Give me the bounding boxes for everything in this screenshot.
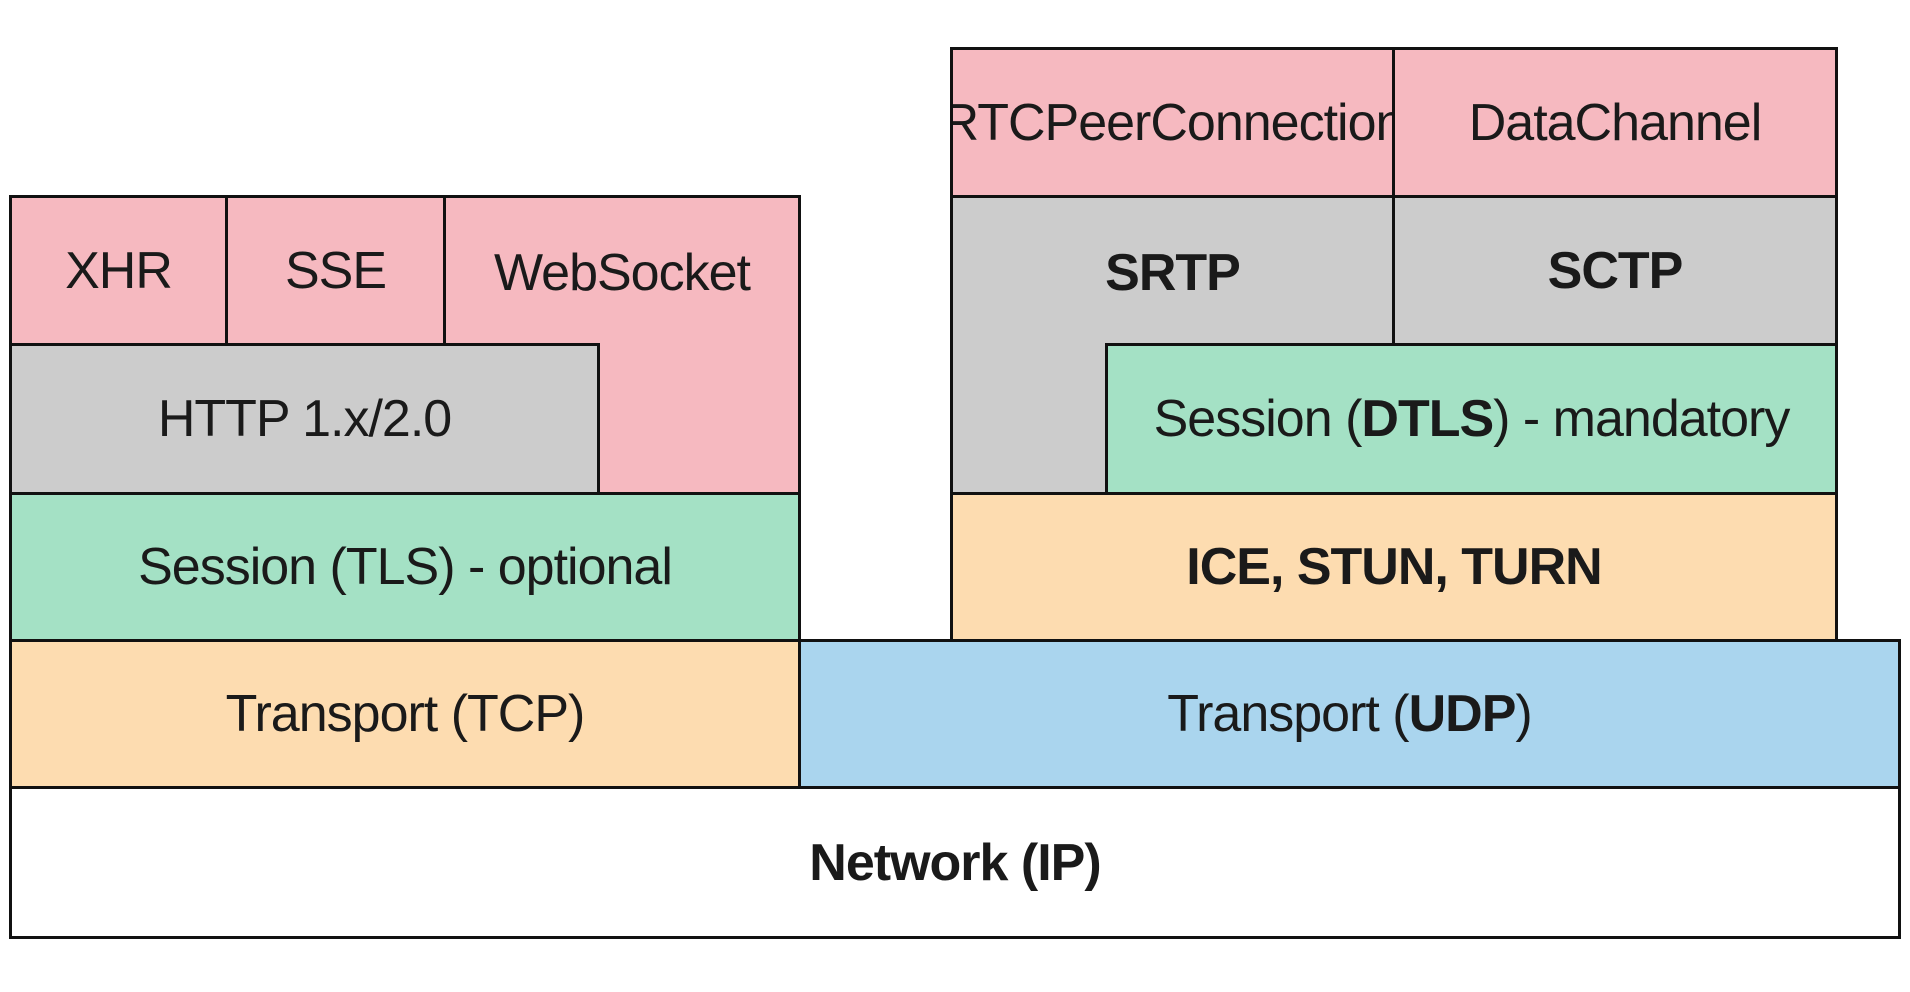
transport-udp-label: Transport (UDP) (1167, 684, 1533, 744)
network-ip-layer: Network (IP) (9, 786, 1901, 939)
srtp-label: SRTP (1105, 244, 1241, 302)
session-dtls-bold: DTLS (1361, 390, 1494, 448)
session-dtls-suffix: ) - mandatory (1493, 390, 1790, 448)
rtc-peer-connection-layer: RTCPeerConnection (950, 47, 1395, 198)
transport-udp-suffix: ) (1515, 685, 1532, 743)
ice-stun-turn-layer: ICE, STUN, TURN (950, 492, 1838, 642)
transport-udp-prefix: Transport ( (1167, 685, 1409, 743)
transport-udp-layer: Transport (UDP) (798, 639, 1901, 789)
data-channel-layer: DataChannel (1392, 47, 1838, 198)
session-dtls-layer: Session (DTLS) - mandatory (1105, 343, 1838, 495)
xhr-layer: XHR (9, 195, 228, 346)
session-tls-label: Session (TLS) - optional (138, 538, 673, 596)
sctp-layer: SCTP (1392, 195, 1838, 346)
transport-tcp-label: Transport (TCP) (225, 685, 586, 743)
network-prefix: Network ( (809, 833, 1038, 892)
xhr-label: XHR (65, 241, 173, 300)
network-bold: IP (1037, 833, 1085, 892)
ice-stun-turn-label: ICE, STUN, TURN (1186, 538, 1602, 596)
session-tls-layer: Session (TLS) - optional (9, 492, 801, 642)
websocket-label: WebSocket (494, 244, 751, 302)
sctp-label: SCTP (1547, 241, 1684, 300)
http-label: HTTP 1.x/2.0 (157, 390, 452, 448)
sse-layer: SSE (225, 195, 446, 346)
http-layer: HTTP 1.x/2.0 (9, 343, 600, 495)
session-dtls-label: Session (DTLS) - mandatory (1153, 389, 1791, 449)
transport-tcp-layer: Transport (TCP) (9, 639, 801, 789)
rtc-peer-connection-label: RTCPeerConnection (950, 93, 1395, 152)
data-channel-label: DataChannel (1468, 93, 1763, 152)
transport-udp-bold: UDP (1408, 685, 1517, 743)
network-suffix: ) (1084, 833, 1101, 892)
network-ip-label: Network (IP) (809, 833, 1101, 893)
session-dtls-prefix: Session ( (1153, 390, 1363, 448)
sse-label: SSE (284, 241, 387, 300)
